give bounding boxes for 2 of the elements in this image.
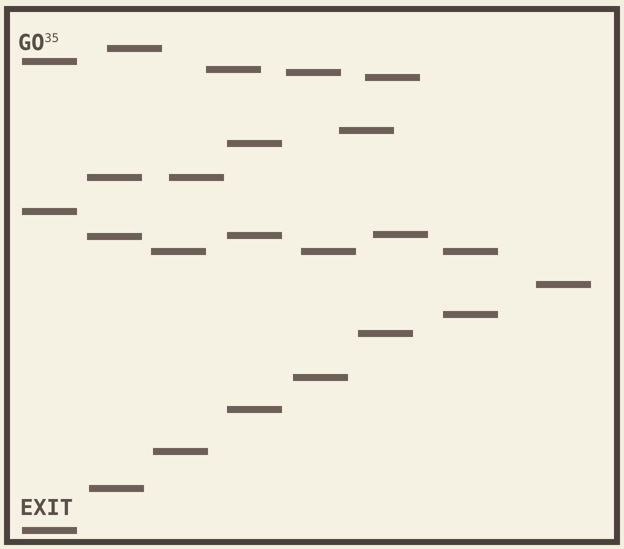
start-label: GO$^{35}$	[18, 30, 59, 55]
exit-label: EXIT	[20, 498, 73, 520]
